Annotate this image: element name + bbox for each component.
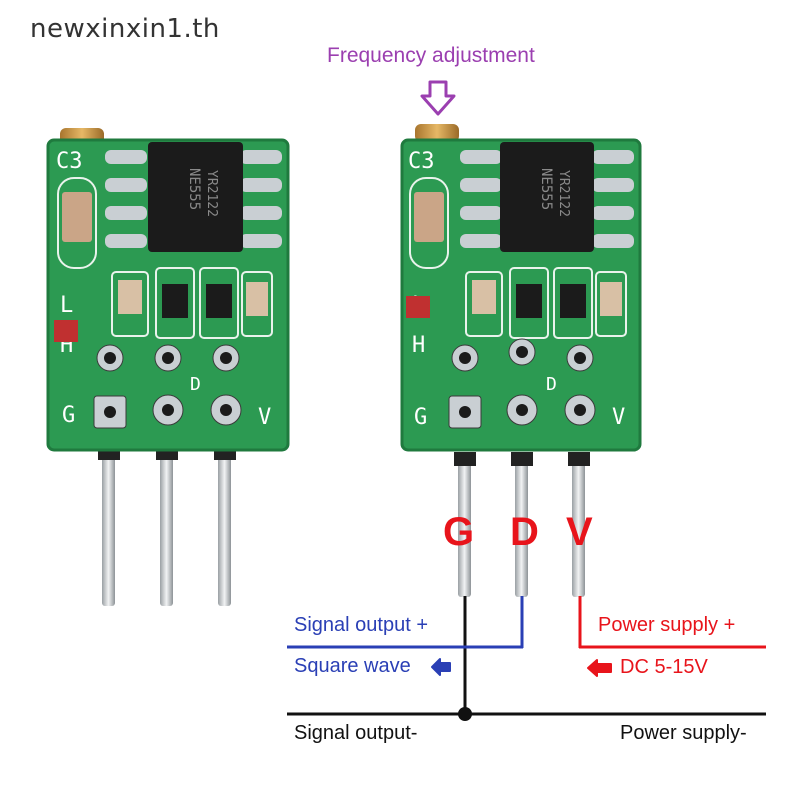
left-pin-v	[218, 446, 231, 606]
signal-output-minus-label: Signal output-	[294, 722, 418, 744]
svg-text:H: H	[412, 333, 425, 358]
right-pin-g	[458, 452, 471, 597]
svg-text:G: G	[62, 403, 75, 428]
svg-text:YR2122: YR2122	[204, 170, 219, 217]
pin-label-g: G	[443, 510, 475, 554]
ground-junction	[458, 707, 472, 721]
wiring-diagram	[287, 596, 766, 721]
left-arrow-icon	[431, 658, 451, 676]
svg-text:L: L	[60, 293, 73, 318]
pin-label-d: D	[510, 510, 539, 554]
left-module: NE555 YR2122 C3 L H G D V	[46, 128, 290, 606]
left-pin-d	[160, 446, 173, 606]
left-capacitor	[62, 192, 92, 242]
svg-text:G: G	[414, 405, 427, 430]
signal-output-plus-label: Signal output +	[294, 614, 428, 636]
right-pin-d	[515, 452, 528, 597]
svg-text:D: D	[546, 374, 557, 395]
right-module: NE555 YR2122 C3 L H G D V	[400, 124, 642, 597]
right-pin-v	[572, 452, 585, 597]
svg-text:V: V	[258, 405, 271, 430]
left-pin-g	[102, 446, 115, 606]
right-ne555-chip	[500, 142, 594, 252]
svg-text:NE555: NE555	[186, 168, 202, 210]
svg-text:C3: C3	[408, 149, 435, 174]
square-wave-label: Square wave	[294, 655, 411, 677]
left-ne555-chip	[148, 142, 243, 252]
pin-label-v: V	[566, 510, 593, 554]
power-supply-minus-label: Power supply-	[620, 722, 747, 744]
frequency-adjustment-label: Frequency adjustment	[327, 44, 535, 67]
right-potentiometer	[415, 124, 459, 142]
down-arrow-icon	[420, 80, 456, 116]
svg-text:D: D	[190, 374, 201, 395]
svg-text:V: V	[612, 405, 625, 430]
watermark: newxinxin1.th	[30, 14, 220, 44]
dc-range-label: DC 5-15V	[620, 656, 708, 678]
power-supply-plus-label: Power supply +	[598, 614, 736, 636]
svg-text:YR2122: YR2122	[556, 170, 571, 217]
svg-text:NE555: NE555	[538, 168, 554, 210]
left-arrow-icon	[587, 659, 612, 677]
right-capacitor	[414, 192, 444, 242]
svg-text:C3: C3	[56, 149, 83, 174]
